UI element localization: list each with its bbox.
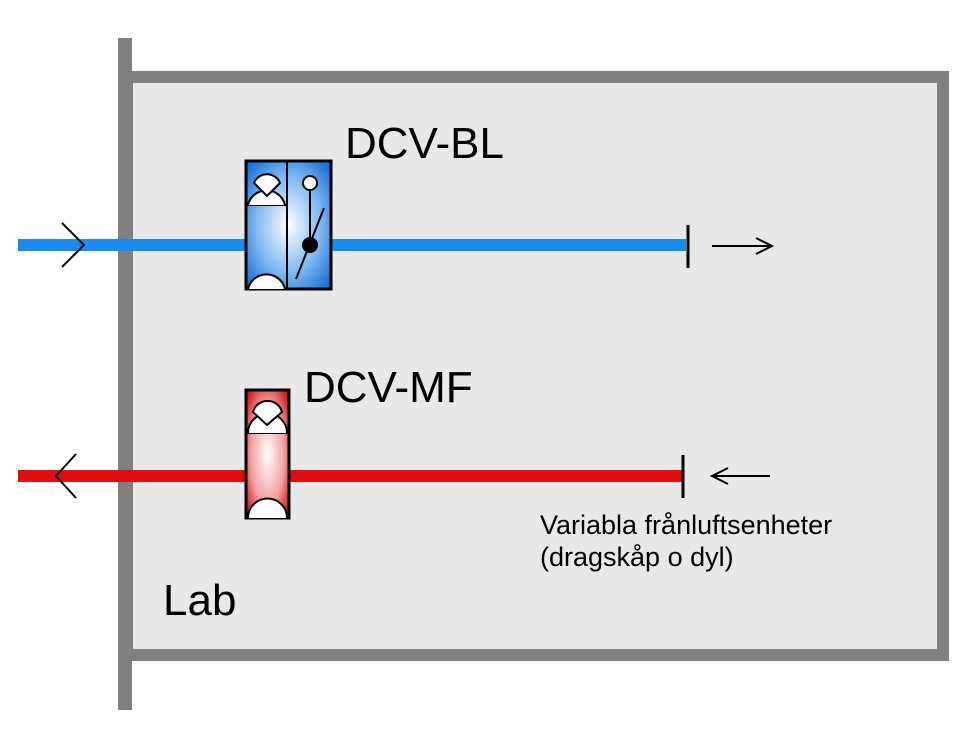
supply-outlet-arrow	[712, 237, 775, 255]
exhaust-outlet-arrow	[54, 453, 77, 499]
dcv-bl-unit	[244, 159, 333, 291]
exhaust-note-line2: (dragskåp o dyl)	[540, 542, 734, 572]
dcv-mf-label: DCV-MF	[304, 363, 473, 412]
room-label: Lab	[163, 576, 236, 625]
supply-inlet-arrow	[61, 222, 86, 268]
exhaust-note-line1: Variabla frånluftsenheter	[540, 510, 832, 540]
exhaust-inlet-arrow	[709, 467, 770, 485]
dcv-bl-label: DCV-BL	[345, 119, 504, 168]
dcv-mf-unit	[244, 388, 291, 520]
